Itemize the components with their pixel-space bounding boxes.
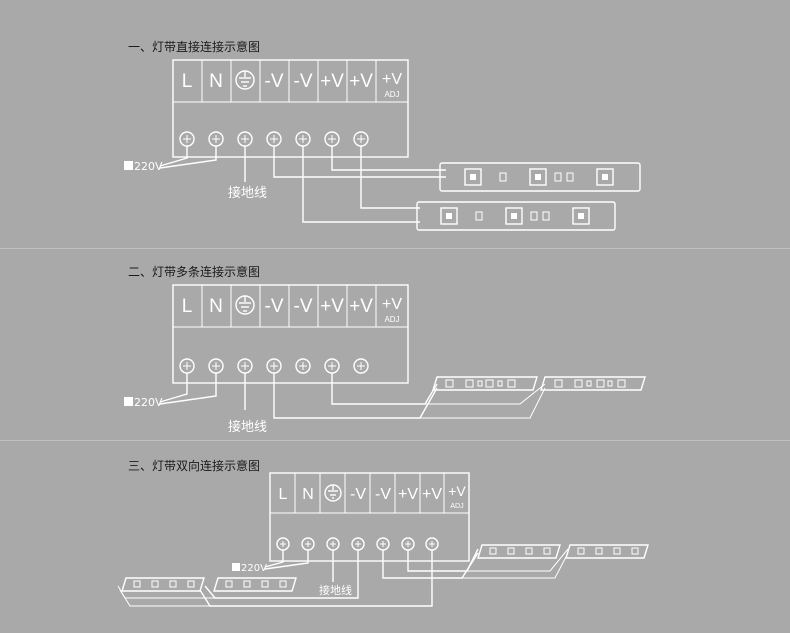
terminal-label: L	[182, 296, 193, 317]
plug-icon	[124, 397, 133, 406]
led-strip-icon	[213, 577, 297, 592]
terminal-label: +V	[422, 486, 442, 503]
terminal-sublabel: ADJ	[450, 503, 463, 510]
led-strip-icon	[416, 201, 616, 231]
led-strip-icon	[439, 162, 641, 192]
section-1: 一、灯带直接连接示意图 L N	[124, 39, 641, 231]
terminal-label: -V	[265, 296, 284, 317]
section-3: 三、灯带双向连接示意图 L N	[117, 458, 649, 607]
terminal-sublabel: ADJ	[384, 90, 399, 99]
terminal-label: +V	[448, 483, 466, 499]
terminal-label: N	[209, 71, 223, 92]
power-supply-1: L N -V -V +V +V +V ADJ	[172, 59, 409, 158]
ground-wire-label: 接地线	[228, 185, 267, 201]
section-1-title: 一、灯带直接连接示意图	[128, 39, 260, 54]
terminal-label: -V	[294, 71, 313, 92]
terminal-label: -V	[375, 486, 391, 503]
power-supply-2: L N -V -V +V +V +V ADJ	[172, 284, 409, 384]
led-strip-icon	[121, 577, 205, 592]
power-supply-3: L N -V -V +V +V +V ADJ	[269, 472, 470, 562]
terminal-label: -V	[350, 486, 366, 503]
led-strip-icon	[477, 544, 561, 559]
terminal-label: L	[182, 71, 193, 92]
input-voltage-label: 220V	[134, 160, 163, 173]
screw-terminal-icon	[179, 131, 369, 147]
terminal-label: +V	[382, 71, 402, 88]
section-3-title: 三、灯带双向连接示意图	[128, 458, 260, 473]
terminal-sublabel: ADJ	[384, 315, 399, 324]
input-voltage-label: 220V	[134, 396, 163, 409]
terminal-label: +V	[320, 296, 344, 317]
screw-terminal-icon	[179, 358, 369, 374]
ground-symbol-icon	[324, 484, 342, 502]
screw-terminal-icon	[276, 537, 439, 551]
terminal-label: +V	[349, 71, 373, 92]
led-strip-icon	[432, 376, 538, 391]
terminal-label: +V	[398, 486, 418, 503]
terminal-label: -V	[265, 71, 284, 92]
power-supply-box	[172, 59, 409, 158]
terminal-label: L	[279, 486, 288, 503]
section-divider	[0, 440, 790, 441]
led-strip-icon	[565, 544, 649, 559]
terminal-label: N	[302, 486, 314, 503]
ground-wire-label: 接地线	[228, 419, 267, 435]
section-2-title: 二、灯带多条连接示意图	[128, 264, 260, 279]
ground-wire-label: 接地线	[319, 583, 352, 597]
plug-icon	[232, 563, 240, 571]
terminal-label: +V	[382, 296, 402, 313]
section-divider	[0, 248, 790, 249]
plug-icon	[124, 161, 133, 170]
ground-symbol-icon	[235, 70, 255, 90]
led-strip-icon	[540, 376, 646, 391]
ground-symbol-icon	[235, 295, 255, 315]
terminal-label: -V	[294, 296, 313, 317]
input-voltage-label: 220V	[241, 563, 267, 574]
terminal-label: N	[209, 296, 223, 317]
section-2: 二、灯带多条连接示意图 L N	[124, 264, 646, 435]
terminal-label: +V	[320, 71, 344, 92]
terminal-label: +V	[349, 296, 373, 317]
